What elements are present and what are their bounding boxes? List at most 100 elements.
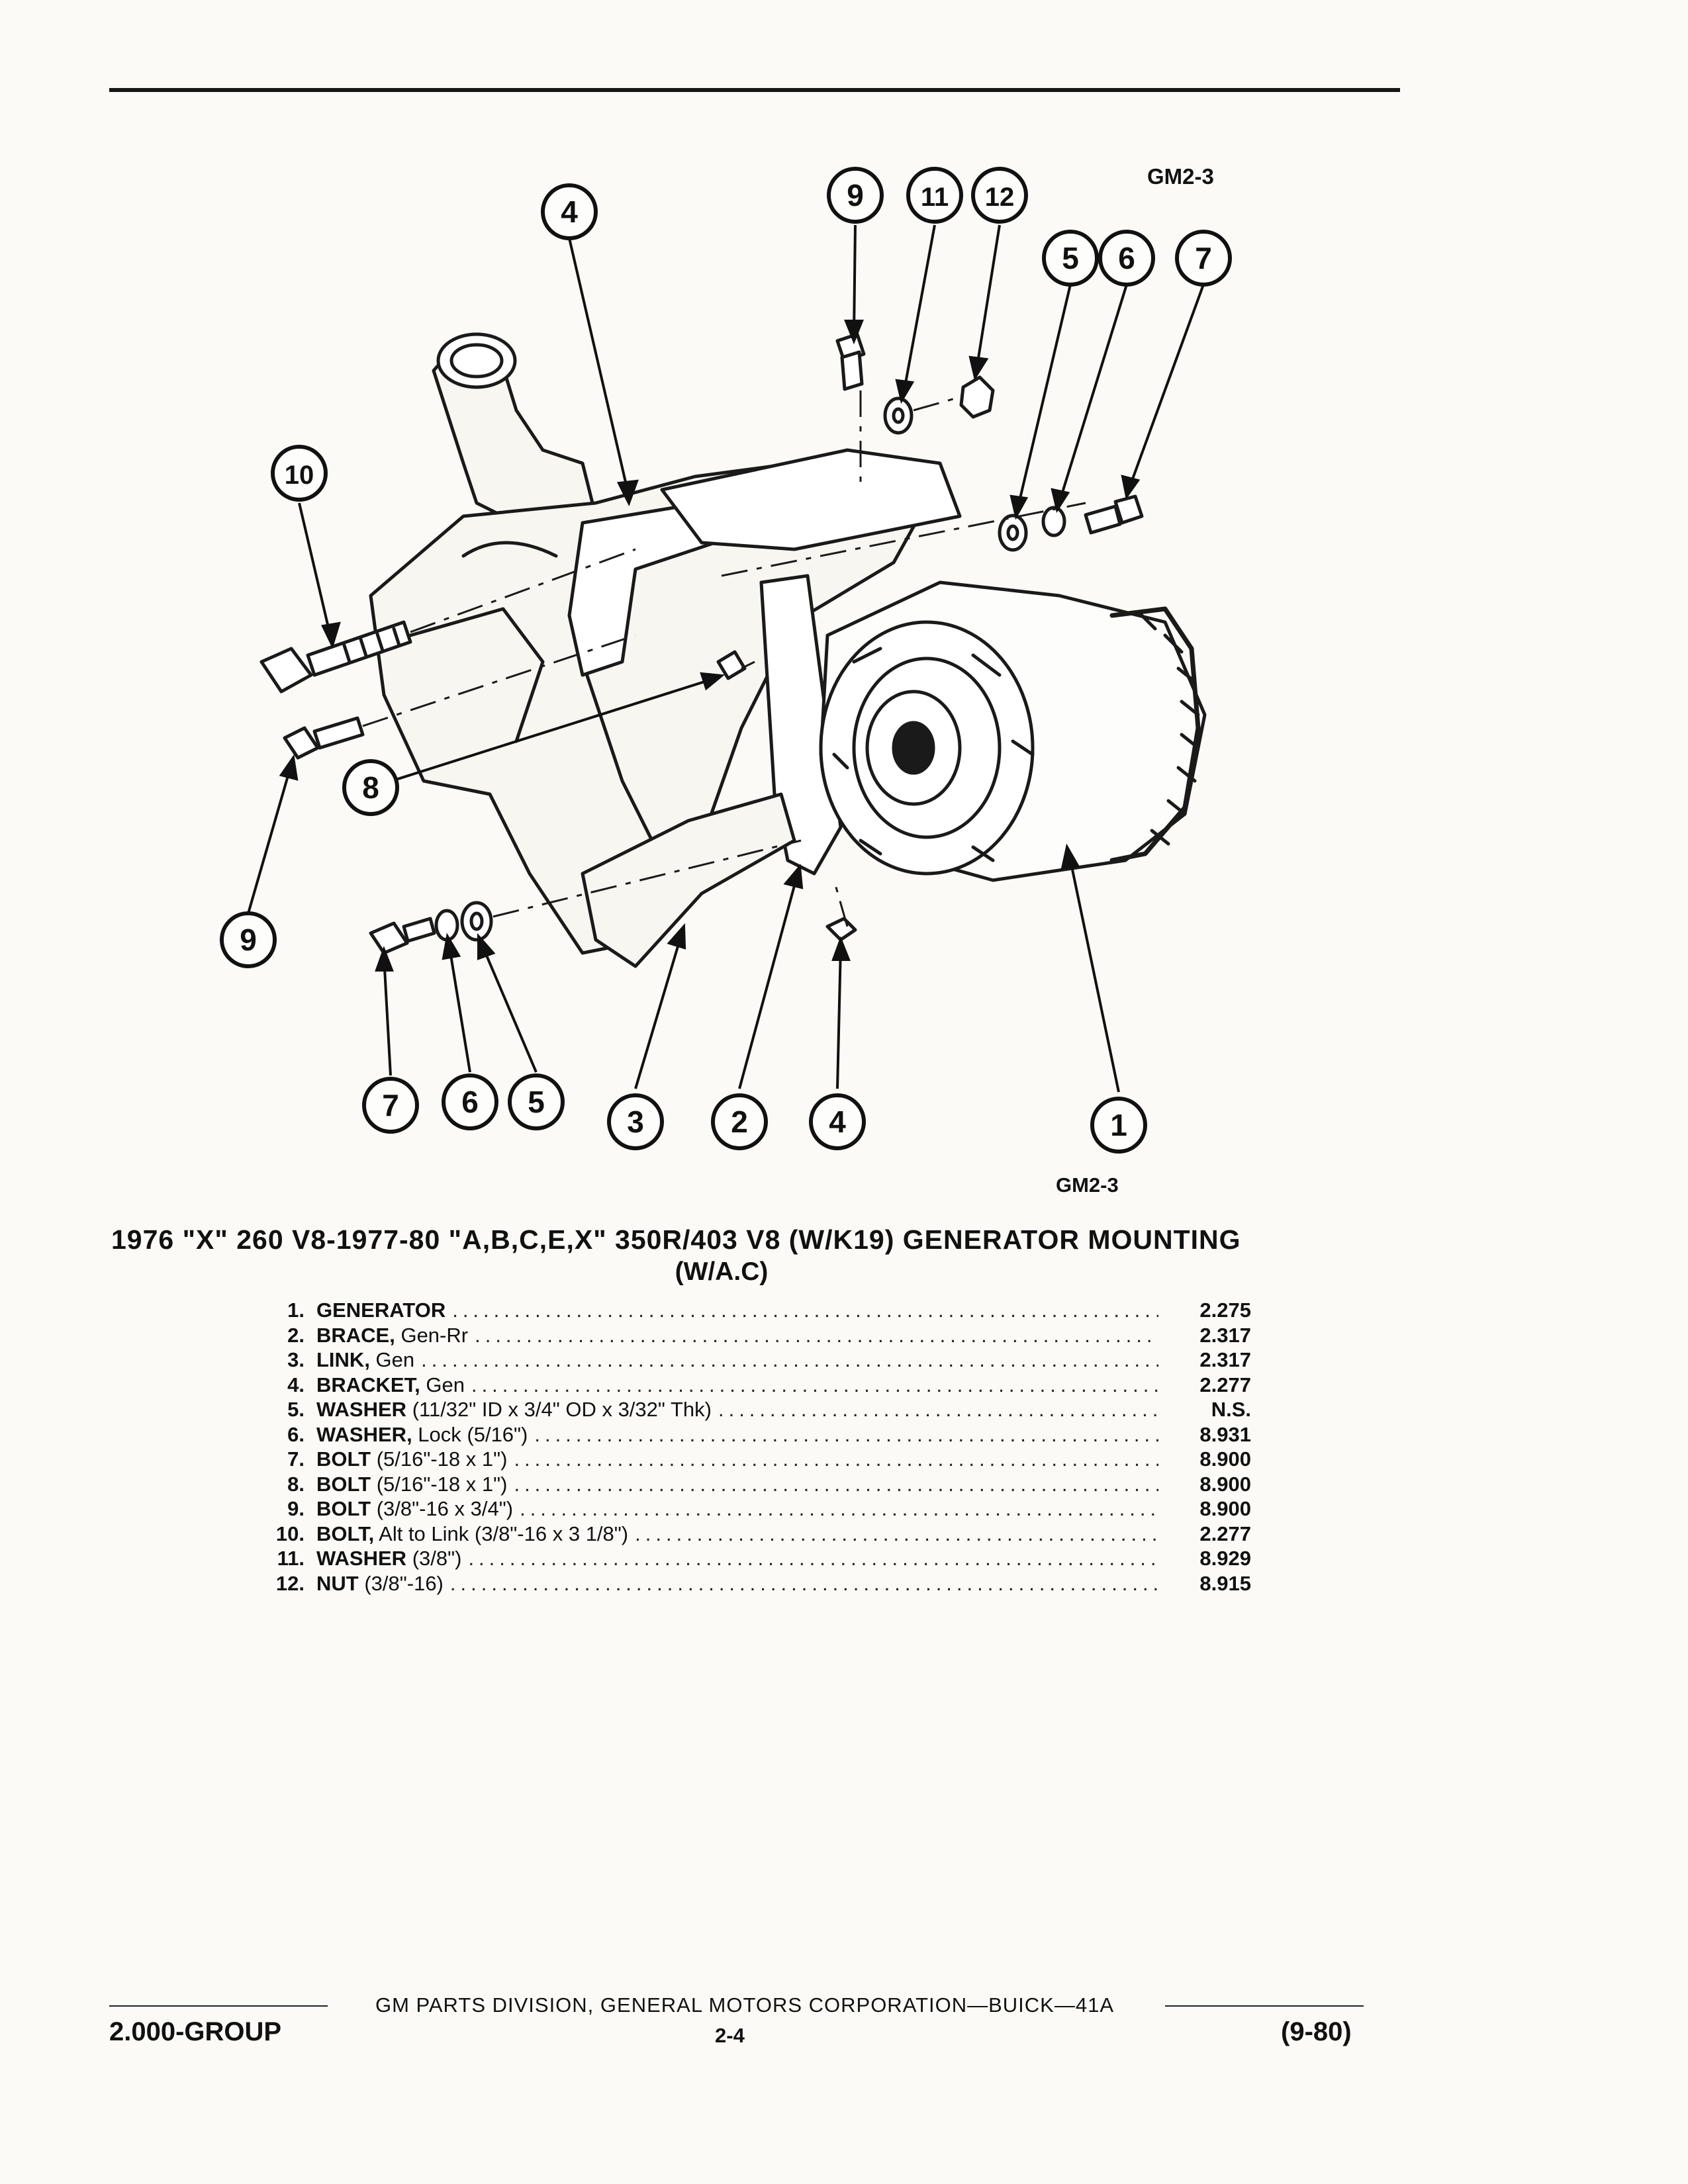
leader-dots: ........................................… [520, 1497, 1158, 1520]
callout-number: 4 [829, 1105, 846, 1139]
callout-4: 4 [809, 1093, 866, 1150]
callout-number: 7 [1195, 241, 1212, 275]
part-number: 8. [287, 1472, 305, 1496]
part-detail: Gen [420, 1373, 465, 1396]
callout-circle [271, 445, 328, 502]
part-name: BRACE, [316, 1323, 395, 1347]
part-group-number: N.S. [1211, 1398, 1251, 1421]
part-name: BOLT [316, 1472, 371, 1496]
callout-number: 1 [1110, 1108, 1127, 1142]
upper-nut-12 [959, 375, 995, 419]
callout-number: 6 [461, 1085, 479, 1119]
parts-list: 1. GENERATOR.............................… [252, 1298, 1251, 1596]
part-number: 2. [287, 1323, 305, 1347]
part-group-number: 2.277 [1199, 1522, 1251, 1545]
part-name: BOLT [316, 1497, 371, 1520]
part-description: GENERATOR [316, 1298, 445, 1322]
part-description: WASHER (11/32" ID x 3/4" OD x 3/32" Thk) [316, 1398, 712, 1422]
part-row: 10.BOLT, Alt to Link (3/8"-16 x 3 1/8").… [252, 1522, 1251, 1547]
leader-dots: ........................................… [452, 1298, 1158, 1322]
part-detail: (3/8"-16) [358, 1571, 444, 1595]
callout-7: 7 [1175, 230, 1232, 287]
part-row: 3.LINK, Gen.............................… [252, 1348, 1251, 1373]
callout-7: 7 [362, 1077, 419, 1134]
callout-circle [1098, 230, 1155, 287]
callout-9: 9 [220, 911, 277, 968]
part-row: 1. GENERATOR.............................… [252, 1298, 1251, 1324]
part-name: BOLT, [316, 1522, 375, 1545]
page-title: 1976 "X" 260 V8-1977-80 "A,B,C,E,X" 350R… [111, 1224, 1241, 1255]
callout-9: 9 [827, 167, 884, 224]
callout-number: 9 [847, 178, 864, 212]
callout-number: 9 [240, 923, 257, 957]
footer-page-number: 2-4 [715, 2024, 745, 2047]
callout-1: 1 [1090, 1097, 1147, 1154]
callout-circle [1175, 230, 1232, 287]
callout-11: 11 [906, 167, 963, 224]
callout-circle [442, 1073, 498, 1130]
leader-dots: ........................................… [449, 1571, 1158, 1595]
part-description: BOLT (5/16"-18 x 1") [316, 1473, 507, 1496]
callout-number: 11 [921, 183, 949, 212]
generator-link [581, 792, 796, 968]
part-group-number: 2.317 [1199, 1323, 1251, 1347]
part-detail: (5/16"-18 x 1") [371, 1447, 508, 1471]
callout-number: 4 [561, 195, 578, 229]
footer-publisher: GM PARTS DIVISION, GENERAL MOTORS CORPOR… [375, 1993, 1115, 2017]
callout-circle [827, 167, 884, 224]
part-name: BOLT [316, 1447, 371, 1471]
callout-circle [342, 759, 399, 816]
part-row: 9. BOLT (3/8"-16 x 3/4").................… [252, 1497, 1251, 1522]
callout-circle [906, 167, 963, 224]
part-group-number: 8.900 [1199, 1497, 1251, 1520]
part-row: 7.BOLT (5/16"-18 x 1")..................… [252, 1447, 1251, 1473]
long-bolt-10 [259, 620, 412, 694]
callout-6: 6 [442, 1073, 498, 1130]
figure-ref-top: GM2-3 [1147, 164, 1214, 189]
part-row: 8.BOLT (5/16"-18 x 1")..................… [252, 1473, 1251, 1498]
upper-lock-washer-6 [1041, 506, 1066, 537]
callout-number: 8 [362, 770, 379, 805]
part-name: WASHER, [316, 1422, 412, 1446]
part-number: 1. [287, 1298, 305, 1322]
part-number: 6. [287, 1422, 305, 1446]
callout-circle [809, 1093, 866, 1150]
callout-5: 5 [508, 1073, 565, 1130]
upper-washer-5 [998, 514, 1028, 552]
callout-circle [1042, 230, 1099, 287]
callout-circle [971, 167, 1028, 224]
part-row: 6.WASHER, Lock (5/16")..................… [252, 1423, 1251, 1448]
part-description: BOLT (5/16"-18 x 1") [316, 1447, 507, 1471]
part-description: NUT (3/8"-16) [316, 1572, 444, 1596]
small-bolt-8 [716, 650, 747, 680]
part-detail: (11/32" ID x 3/4" OD x 3/32" Thk) [406, 1398, 712, 1421]
lower-bolt-7 [369, 917, 436, 955]
part-detail: (3/8") [406, 1547, 462, 1570]
callout-number: 12 [985, 183, 1015, 212]
upper-bolt-9 [835, 332, 866, 391]
part-detail: Gen-Rr [395, 1323, 469, 1347]
part-description: LINK, Gen [316, 1348, 414, 1372]
callout-number: 2 [731, 1105, 748, 1139]
leader-dots: ........................................… [421, 1348, 1158, 1371]
callout-number: 5 [1062, 241, 1079, 275]
part-detail: (3/8"-16 x 3/4") [371, 1497, 514, 1520]
part-number: 12. [275, 1571, 305, 1595]
part-group-number: 8.931 [1199, 1422, 1251, 1446]
part-name: WASHER [316, 1398, 407, 1421]
part-row: 11.WASHER (3/8")........................… [252, 1547, 1251, 1572]
part-group-number: 8.915 [1199, 1571, 1251, 1595]
part-number: 9. [287, 1497, 305, 1520]
lower-washer-5 [460, 901, 493, 942]
part-number: 11. [277, 1547, 305, 1570]
part-row: 5.WASHER (11/32" ID x 3/4" OD x 3/32" Th… [252, 1398, 1251, 1423]
callout-circle [220, 911, 277, 968]
callout-10: 10 [271, 445, 328, 502]
top-rule [109, 88, 1400, 92]
part-description: BRACKET, Gen [316, 1373, 465, 1397]
leader-dots: ........................................… [718, 1398, 1158, 1421]
part-description: BOLT (3/8"-16 x 3/4") [316, 1497, 513, 1521]
part-detail: Gen [369, 1348, 415, 1371]
